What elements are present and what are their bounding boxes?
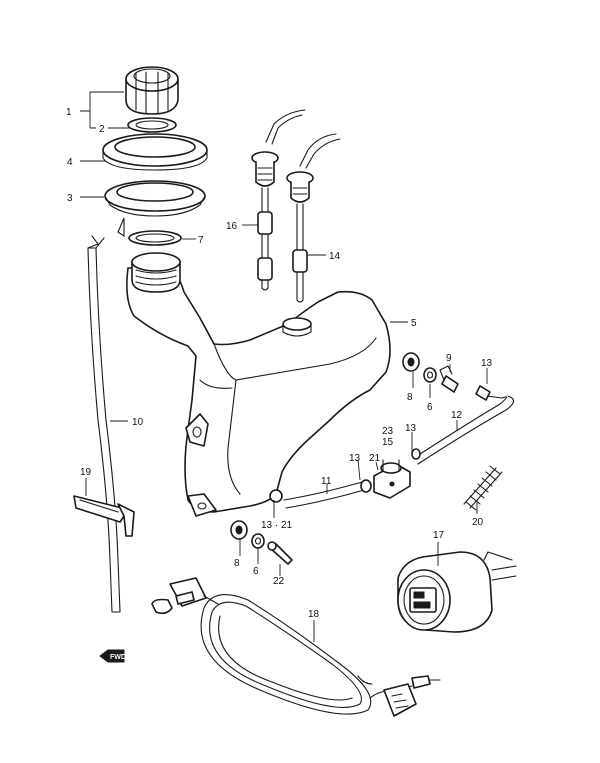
callout-1: 1: [66, 107, 72, 118]
callout-13-mid: 13: [349, 453, 361, 464]
callout-8-lower: 8: [234, 558, 240, 569]
filler-ring: [102, 133, 208, 171]
hose-clamp: [73, 495, 135, 537]
callout-13-filter: 13: [405, 423, 417, 434]
callout-labels: 1 2 4 3 7 16 14 5 10 9 13 8 6 12 23 15 1…: [66, 107, 493, 620]
breather-hose: [87, 235, 121, 613]
callout-12: 12: [451, 410, 463, 421]
callout-10: 10: [132, 417, 144, 428]
callout-16: 16: [226, 221, 238, 232]
callout-8-upper: 8: [407, 392, 413, 403]
fuel-cap: [125, 66, 179, 115]
callout-13-21-lower: 13 · 21: [261, 520, 293, 531]
fuel-hose-12: [411, 385, 515, 465]
mount-hardware-upper: [402, 352, 459, 393]
callout-7: 7: [198, 235, 204, 246]
fuel-hose-11: [269, 479, 372, 509]
callout-6-upper: 6: [427, 402, 433, 413]
mount-hardware-lower: [230, 520, 293, 565]
callout-3: 3: [67, 193, 73, 204]
callout-4: 4: [67, 157, 73, 168]
callout-19: 19: [80, 467, 92, 478]
leader-lines: [80, 91, 488, 642]
fuel-filter: [373, 459, 411, 499]
callout-9: 9: [446, 353, 452, 364]
callout-23: 23: [382, 426, 394, 437]
fwd-arrow-icon: FWD: [99, 649, 126, 663]
callout-18: 18: [308, 609, 320, 620]
cap-gasket: [127, 117, 177, 133]
callout-20: 20: [472, 517, 484, 528]
fuel-pickup-14: [286, 133, 341, 303]
filler-neck: [104, 180, 206, 238]
callout-2: 2: [99, 124, 105, 135]
fuel-tank: [126, 252, 391, 517]
callout-5: 5: [411, 318, 417, 329]
callout-22: 22: [273, 576, 285, 587]
spiral-protector: [463, 465, 503, 511]
wiring-harness: [151, 577, 441, 717]
o-ring: [128, 230, 182, 246]
callout-15: 15: [382, 437, 394, 448]
callout-6-lower: 6: [253, 566, 259, 577]
fuel-meter: [397, 551, 517, 633]
callout-11: 11: [321, 476, 332, 487]
callout-14: 14: [329, 251, 341, 262]
callout-21: 21: [369, 453, 381, 464]
callout-17: 17: [433, 530, 445, 541]
fuel-pickup-16: [251, 109, 306, 291]
fwd-label: FWD: [110, 654, 126, 661]
callout-13-right: 13: [481, 358, 493, 369]
